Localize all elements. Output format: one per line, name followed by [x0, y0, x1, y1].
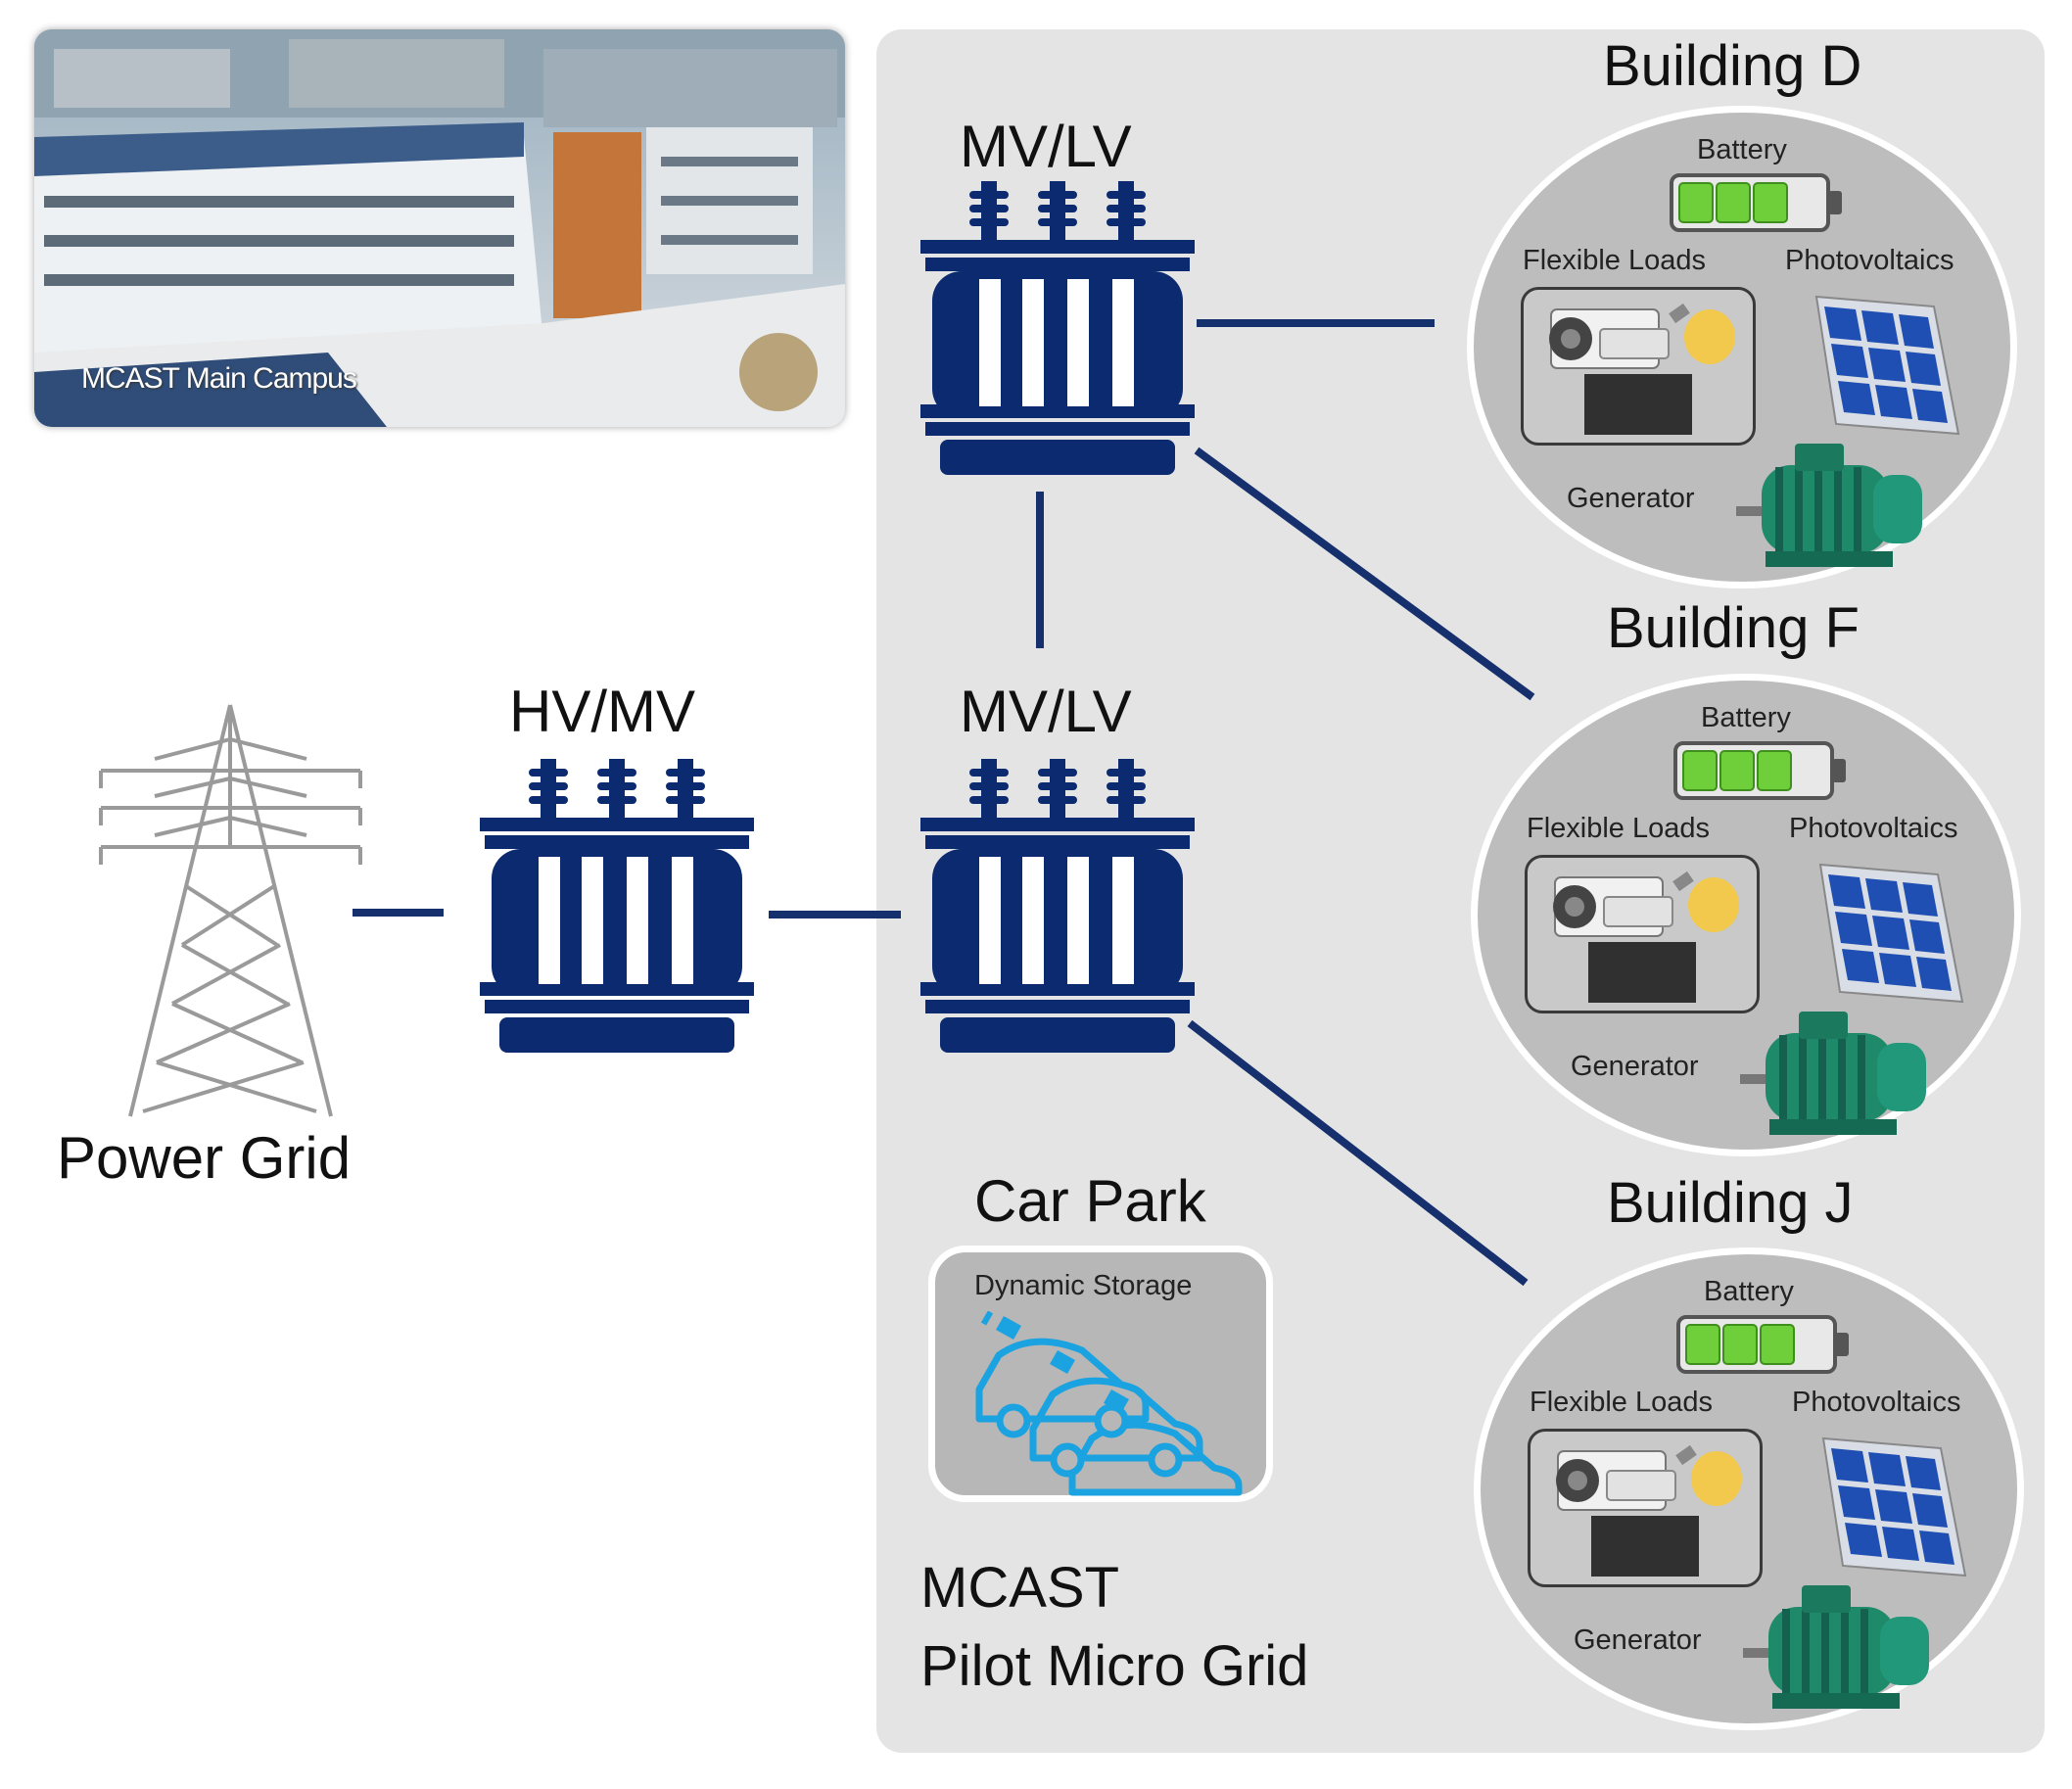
battery-segment	[1760, 1324, 1795, 1365]
photovoltaics-label: Photovoltaics	[1785, 245, 1954, 276]
battery-label: Battery	[1701, 702, 1791, 733]
generator-label: Generator	[1571, 1051, 1699, 1082]
battery-segment	[1719, 750, 1755, 791]
building-circle: Battery Flexible Loads Photovoltaics	[1471, 674, 2021, 1156]
appliances-icon	[1556, 1444, 1742, 1577]
appliances-icon	[1553, 871, 1739, 1003]
dynamic-storage-label: Dynamic Storage	[974, 1270, 1193, 1301]
battery-icon	[1676, 1315, 1849, 1374]
flexible-loads-label: Flexible Loads	[1527, 813, 1710, 844]
battery-segment	[1682, 750, 1718, 791]
battery-label: Battery	[1704, 1276, 1794, 1307]
battery-icon	[1670, 173, 1842, 232]
photovoltaics-label: Photovoltaics	[1789, 813, 1958, 844]
building-f: Battery Flexible Loads Photovoltaics	[1471, 674, 2021, 1156]
micro-grid-title-line2: Pilot Micro Grid	[920, 1634, 1309, 1698]
building-circle: Battery Flexible Loads Photovoltaics	[1474, 1248, 2024, 1730]
mvlv-bottom-transformer-icon	[920, 759, 1195, 1053]
flexible-loads-box	[1521, 287, 1756, 446]
battery-segment	[1685, 1324, 1720, 1365]
solar-panel-icon	[1821, 1436, 1967, 1577]
building-f-title: Building F	[1607, 596, 1860, 660]
flexible-loads-label: Flexible Loads	[1530, 1387, 1713, 1418]
generator-motor-icon	[1743, 1585, 1929, 1709]
battery-segment	[1678, 182, 1714, 223]
dynamic-storage-box: Dynamic Storage	[928, 1246, 1273, 1502]
building-circle: Battery Flexible Loads Photovoltaics	[1467, 106, 2017, 588]
battery-segment	[1753, 182, 1788, 223]
mvlv-top-label: MV/LV	[960, 114, 1132, 179]
flexible-loads-box	[1528, 1429, 1763, 1587]
line-to-building-f	[1194, 447, 1535, 701]
mvlv-bottom-label: MV/LV	[960, 679, 1132, 744]
battery-fill	[1682, 750, 1792, 791]
battery-fill	[1685, 1324, 1795, 1365]
generator-motor-icon	[1736, 444, 1922, 567]
hvmv-transformer-icon	[480, 759, 754, 1053]
battery-fill	[1678, 182, 1788, 223]
appliances-icon	[1549, 303, 1735, 435]
mvlv-top-transformer-icon	[920, 181, 1195, 475]
campus-photo-caption: MCAST Main Campus	[81, 362, 357, 395]
generator-label: Generator	[1567, 483, 1695, 514]
battery-segment	[1716, 182, 1751, 223]
building-d-title: Building D	[1603, 34, 1862, 98]
solar-panel-icon	[1814, 295, 1960, 436]
flexible-loads-box	[1525, 855, 1760, 1013]
car-park-title: Car Park	[974, 1168, 1206, 1234]
building-j: Battery Flexible Loads Photovoltaics	[1474, 1248, 2024, 1730]
generator-label: Generator	[1574, 1624, 1702, 1656]
flexible-loads-label: Flexible Loads	[1523, 245, 1706, 276]
micro-grid-title-line1: MCAST	[920, 1556, 1119, 1620]
battery-segment	[1722, 1324, 1758, 1365]
building-d: Battery Flexible Loads Photovoltaics	[1467, 106, 2017, 588]
photovoltaics-label: Photovoltaics	[1792, 1387, 1961, 1418]
hvmv-label: HV/MV	[509, 679, 696, 744]
battery-label: Battery	[1697, 134, 1787, 165]
campus-photo: MCAST Main Campus	[34, 29, 845, 427]
generator-motor-icon	[1740, 1012, 1926, 1135]
battery-icon	[1673, 741, 1846, 800]
power-grid-label: Power Grid	[57, 1125, 352, 1191]
solar-panel-icon	[1818, 863, 1964, 1004]
line-to-building-j	[1187, 1019, 1529, 1287]
battery-segment	[1757, 750, 1792, 791]
ev-cars-icon	[975, 1311, 1243, 1496]
building-j-title: Building J	[1607, 1171, 1854, 1235]
power-grid-tower-icon	[96, 700, 370, 1121]
campus-photo-image	[34, 29, 845, 427]
